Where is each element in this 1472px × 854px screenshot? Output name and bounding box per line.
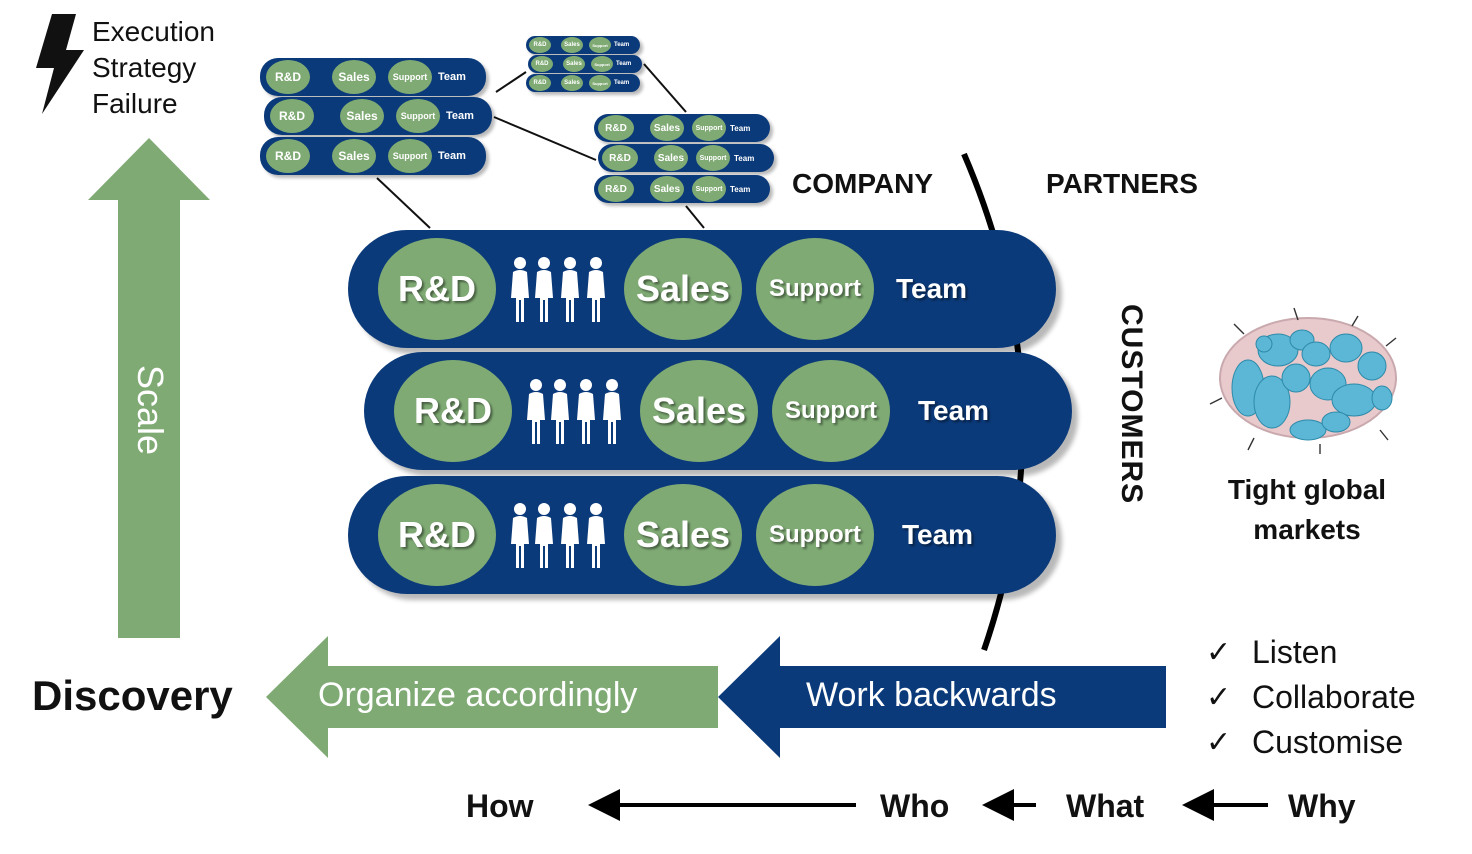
why-label: Why xyxy=(1288,788,1356,824)
market-cells-icon xyxy=(1209,307,1397,454)
mini-rd-bubble: R&D xyxy=(266,60,310,94)
tiny-team-label: Team xyxy=(616,61,632,67)
people-icon xyxy=(527,379,621,444)
team-bar-2: R&D Sales Support Team xyxy=(364,352,1072,470)
mini-team-bar: R&D Sales Support Team xyxy=(260,137,486,175)
rd-bubble: R&D xyxy=(378,484,496,586)
tiny-rd-bubble: R&D xyxy=(529,75,551,91)
mini-team-bar: R&D Sales Support Team xyxy=(260,58,486,96)
small-support-bubble: Support xyxy=(696,145,730,171)
small-sales-bubble: Sales xyxy=(650,115,684,141)
how-label: How xyxy=(466,788,534,824)
mini-team-bar: R&D Sales Support Team xyxy=(264,97,492,135)
small-rd-bubble: R&D xyxy=(598,115,634,141)
tiny-team-label: Team xyxy=(614,42,630,48)
people-icon xyxy=(511,257,605,322)
team-bar-1: R&D Sales Support Team xyxy=(348,230,1056,348)
tiny-support-bubble: Support xyxy=(589,75,611,91)
small-rd-bubble: R&D xyxy=(598,176,634,202)
tiny-support-bubble: Support xyxy=(589,37,611,53)
organize-accordingly-label: Organize accordingly xyxy=(318,676,638,714)
scale-arrow xyxy=(88,138,210,638)
rd-bubble: R&D xyxy=(394,360,512,462)
team-label: Team xyxy=(902,519,974,550)
small-support-bubble: Support xyxy=(692,115,726,141)
who-label: Who xyxy=(880,788,950,824)
tiny-sales-bubble: Sales xyxy=(561,75,583,91)
company-label: COMPANY xyxy=(792,168,934,199)
mini-support-bubble: Support xyxy=(388,139,432,173)
tight-global-markets-label: Tight global markets xyxy=(1227,474,1387,545)
sales-bubble: Sales xyxy=(624,238,742,340)
tiny-team-bar: R&D Sales Support Team xyxy=(526,36,640,54)
people-icon xyxy=(511,503,605,568)
check-item-label: Collaborate xyxy=(1252,679,1416,715)
checklist: ✓ Listen ✓ Collaborate ✓ Customise xyxy=(1206,630,1416,765)
mini-support-bubble: Support xyxy=(396,99,440,133)
support-bubble: Support xyxy=(772,360,890,462)
small-team-label: Team xyxy=(734,153,755,163)
tiny-team-bar: R&D Sales Support Team xyxy=(528,55,642,73)
question-arrows xyxy=(588,789,1268,821)
mini-sales-bubble: Sales xyxy=(332,60,376,94)
mini-rd-bubble: R&D xyxy=(270,99,314,133)
check-mark-icon: ✓ xyxy=(1206,681,1232,714)
small-sales-bubble: Sales xyxy=(650,176,684,202)
mini-team-label: Team xyxy=(438,71,466,83)
small-team-bar: R&D Sales Support Team xyxy=(598,144,774,172)
check-mark-icon: ✓ xyxy=(1206,726,1232,759)
check-item: ✓ Listen xyxy=(1206,630,1416,675)
sales-bubble: Sales xyxy=(624,484,742,586)
check-item: ✓ Customise xyxy=(1206,720,1416,765)
mini-team-label: Team xyxy=(446,110,474,122)
small-support-bubble: Support xyxy=(692,176,726,202)
tiny-team-bar: R&D Sales Support Team xyxy=(526,74,640,92)
check-item-label: Listen xyxy=(1252,634,1338,670)
check-mark-icon: ✓ xyxy=(1206,636,1232,669)
support-bubble: Support xyxy=(756,484,874,586)
check-item: ✓ Collaborate xyxy=(1206,675,1416,720)
sales-bubble: Sales xyxy=(640,360,758,462)
small-sales-bubble: Sales xyxy=(654,145,688,171)
tiny-sales-bubble: Sales xyxy=(563,56,585,72)
small-rd-bubble: R&D xyxy=(602,145,638,171)
small-team-bar: R&D Sales Support Team xyxy=(594,175,770,203)
mini-sales-bubble: Sales xyxy=(332,139,376,173)
tiny-rd-bubble: R&D xyxy=(531,56,553,72)
discovery-label: Discovery xyxy=(32,672,233,719)
tiny-sales-bubble: Sales xyxy=(561,37,583,53)
customers-label: CUSTOMERS xyxy=(1115,304,1148,505)
work-backwards-label: Work backwards xyxy=(806,676,1057,714)
what-label: What xyxy=(1066,788,1145,824)
work-backwards-arrow xyxy=(718,636,1166,758)
team-label: Team xyxy=(896,273,968,304)
mini-support-bubble: Support xyxy=(388,60,432,94)
mini-team-label: Team xyxy=(438,150,466,162)
tiny-support-bubble: Support xyxy=(591,56,613,72)
support-bubble: Support xyxy=(756,238,874,340)
organize-arrow xyxy=(266,636,718,758)
team-bar-3: R&D Sales Support Team xyxy=(348,476,1056,594)
tiny-team-label: Team xyxy=(614,80,630,86)
lightning-bolt-icon xyxy=(36,14,84,114)
execution-strategy-failure-label: Execution Strategy Failure xyxy=(92,16,215,119)
tiny-rd-bubble: R&D xyxy=(529,37,551,53)
small-team-label: Team xyxy=(730,184,751,194)
partners-label: PARTNERS xyxy=(1046,168,1198,199)
check-item-label: Customise xyxy=(1252,724,1404,760)
rd-bubble: R&D xyxy=(378,238,496,340)
small-team-label: Team xyxy=(730,123,751,133)
team-label: Team xyxy=(918,395,990,426)
mini-rd-bubble: R&D xyxy=(266,139,310,173)
small-team-bar: R&D Sales Support Team xyxy=(594,114,770,142)
mini-sales-bubble: Sales xyxy=(340,99,384,133)
